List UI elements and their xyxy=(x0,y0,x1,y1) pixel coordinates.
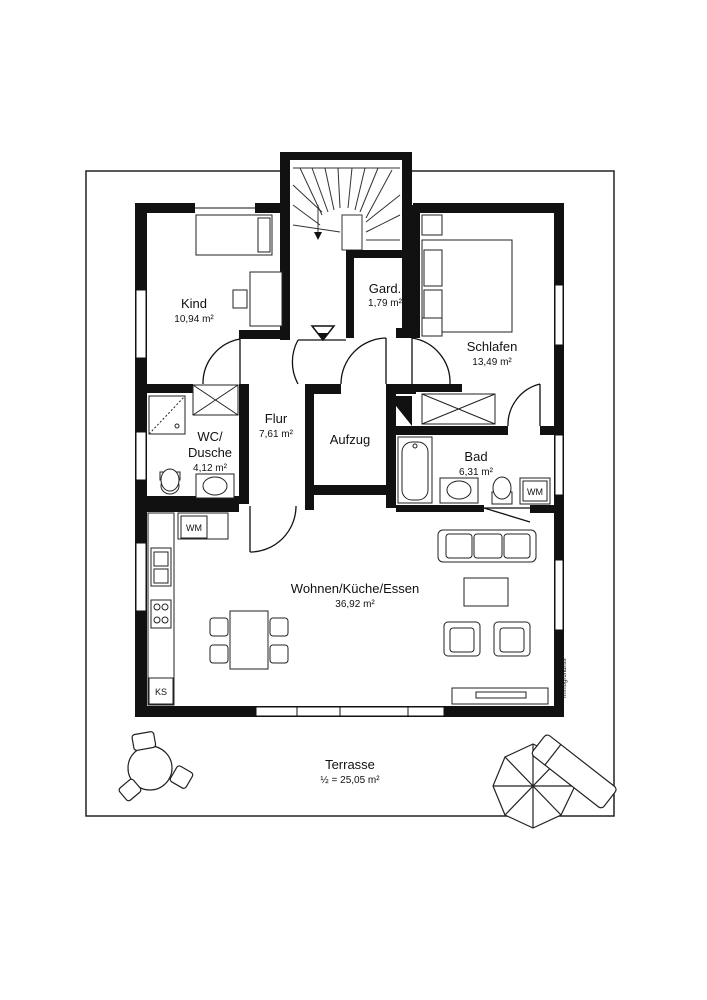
staircase xyxy=(280,152,412,342)
doors xyxy=(202,337,541,553)
schlafen-name: Schlafen xyxy=(467,339,518,354)
wm-kitchen-label: WM xyxy=(186,523,202,533)
flur-name: Flur xyxy=(265,411,288,426)
furniture xyxy=(147,214,551,706)
kitchen-stove xyxy=(150,599,172,629)
wohnen-area: 36,92 m² xyxy=(335,599,375,610)
kind-chair xyxy=(232,289,248,309)
wc-area: 4,12 m² xyxy=(193,463,228,474)
wohnen-name: Wohnen/Küche/Essen xyxy=(291,581,419,596)
wm-bad-label: WM xyxy=(527,487,543,497)
terrasse-area: ½ = 25,05 m² xyxy=(320,775,380,786)
terrace-furniture xyxy=(118,731,617,829)
watermark: Immogrundriss xyxy=(562,658,568,698)
kitchen-fridge xyxy=(148,677,174,705)
terrasse-name: Terrasse xyxy=(325,757,375,772)
schlafen-area: 13,49 m² xyxy=(472,357,512,368)
room-labels: Kind 10,94 m² Gard. 1,79 m² Schlafen 13,… xyxy=(155,281,568,786)
gard-area: 1,79 m² xyxy=(368,298,403,309)
flur-area: 7,61 m² xyxy=(259,429,294,440)
bad-name: Bad xyxy=(464,449,487,464)
kind-desk xyxy=(249,271,283,327)
bad-area: 6,31 m² xyxy=(459,467,494,478)
kind-name: Kind xyxy=(181,296,207,311)
wc-name-1: WC/ xyxy=(197,429,223,444)
ks-label: KS xyxy=(155,687,167,697)
windows xyxy=(135,203,564,717)
dining-table xyxy=(229,610,269,670)
gard-name: Gard. xyxy=(369,281,402,296)
coffee-table xyxy=(463,577,509,607)
terrace-lounger xyxy=(531,734,617,809)
kind-area: 10,94 m² xyxy=(174,314,214,325)
bad-washing-machine xyxy=(519,477,551,505)
aufzug-name: Aufzug xyxy=(330,432,370,447)
wc-name-2: Dusche xyxy=(188,445,232,460)
